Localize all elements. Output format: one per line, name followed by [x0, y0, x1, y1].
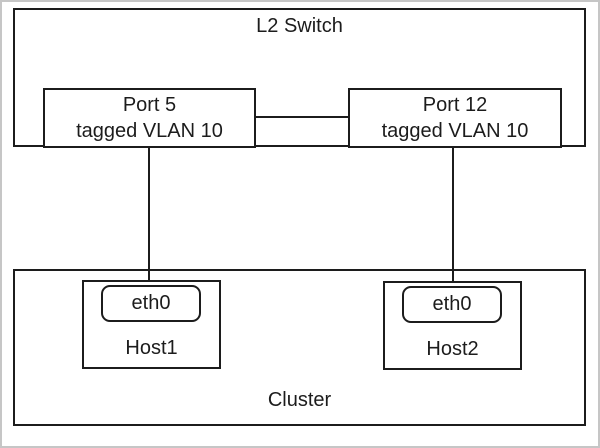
port5-vlan-label: tagged VLAN 10	[76, 120, 223, 142]
port5-host1-link-line	[148, 146, 150, 284]
host2-label: Host2	[426, 338, 479, 360]
host2-box: eth0 Host2	[383, 281, 522, 370]
host2-eth0-box: eth0	[402, 286, 502, 323]
host2-eth0-label: eth0	[432, 293, 472, 315]
cluster-label: Cluster	[267, 389, 332, 411]
inter-port-link-line	[255, 116, 349, 118]
port5-box: Port 5 tagged VLAN 10	[43, 88, 256, 148]
port12-name-label: Port 12	[422, 94, 488, 116]
port12-vlan-label: tagged VLAN 10	[381, 120, 529, 142]
port5-name-label: Port 5	[122, 94, 177, 116]
port12-host2-link-line	[452, 146, 454, 284]
host1-label: Host1	[125, 337, 178, 359]
host1-box: eth0 Host1	[82, 280, 221, 369]
port12-box: Port 12 tagged VLAN 10	[348, 88, 562, 148]
host1-eth0-box: eth0	[101, 285, 201, 322]
l2-switch-label: L2 Switch	[256, 15, 343, 37]
host1-eth0-label: eth0	[131, 292, 171, 314]
